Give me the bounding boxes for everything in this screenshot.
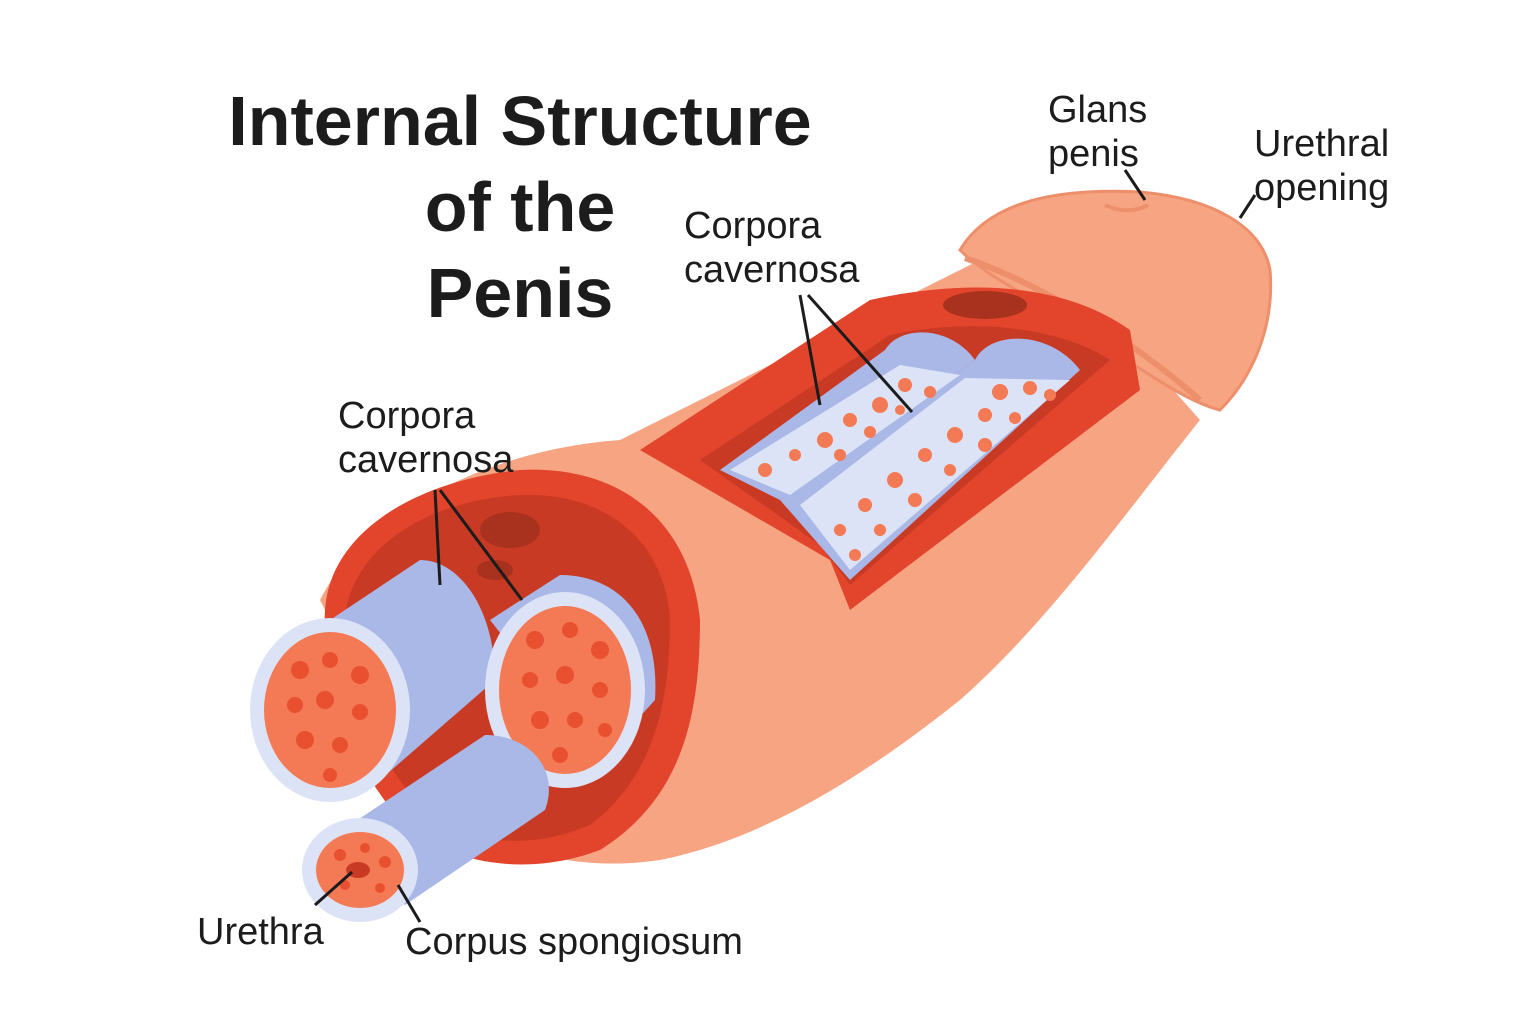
title-line-2: of the [424,168,616,246]
label-corpora-cavernosa-left-line-2: cavernosa [338,439,514,481]
label-glans-penis-line-2: penis [1048,133,1139,175]
label-corpora-cavernosa-top: Corpora cavernosa [684,204,859,292]
top-tissue-left [730,365,960,495]
title-line-3: Penis [426,254,614,332]
label-corpora-cavernosa-left-line-1: Corpora [338,395,476,437]
top-tissue-right [800,378,1070,570]
leader-top-cc-2 [806,294,914,413]
diagram-title: Internal Structure of the Penis [200,78,840,336]
leader-top-cc-1 [798,294,822,406]
label-urethral-opening: Urethral opening [1254,122,1389,210]
label-corpora-cavernosa-top-line-2: cavernosa [684,249,860,291]
label-corpora-cavernosa-left: Corpora cavernosa [338,394,513,482]
leader-glans [1123,169,1147,201]
title-line-1: Internal Structure [228,82,812,160]
leader-left-cc-2 [438,489,524,601]
leader-urethral-opening [1238,194,1257,219]
front-vessel [480,512,540,548]
label-corpus-spongiosum: Corpus spongiosum [405,921,743,963]
leader-lines [314,169,1257,923]
label-corpora-cavernosa-top-line-1: Corpora [684,205,822,247]
label-glans-penis: Glans penis [1048,88,1147,176]
label-urethral-opening-line-1: Urethral [1254,123,1390,165]
spongiosum-spots [334,843,391,893]
label-glans-penis-line-1: Glans [1048,89,1148,131]
label-urethra: Urethra [197,911,324,953]
leader-spongiosum [396,884,422,923]
top-vessel [943,291,1027,319]
top-tissue-spots [758,378,1056,561]
front-tissue-spots [287,622,612,782]
leader-urethra [314,870,353,907]
label-urethral-opening-line-2: opening [1254,167,1390,209]
urethral-meatus [1104,203,1149,213]
leader-left-cc-1 [433,489,442,586]
